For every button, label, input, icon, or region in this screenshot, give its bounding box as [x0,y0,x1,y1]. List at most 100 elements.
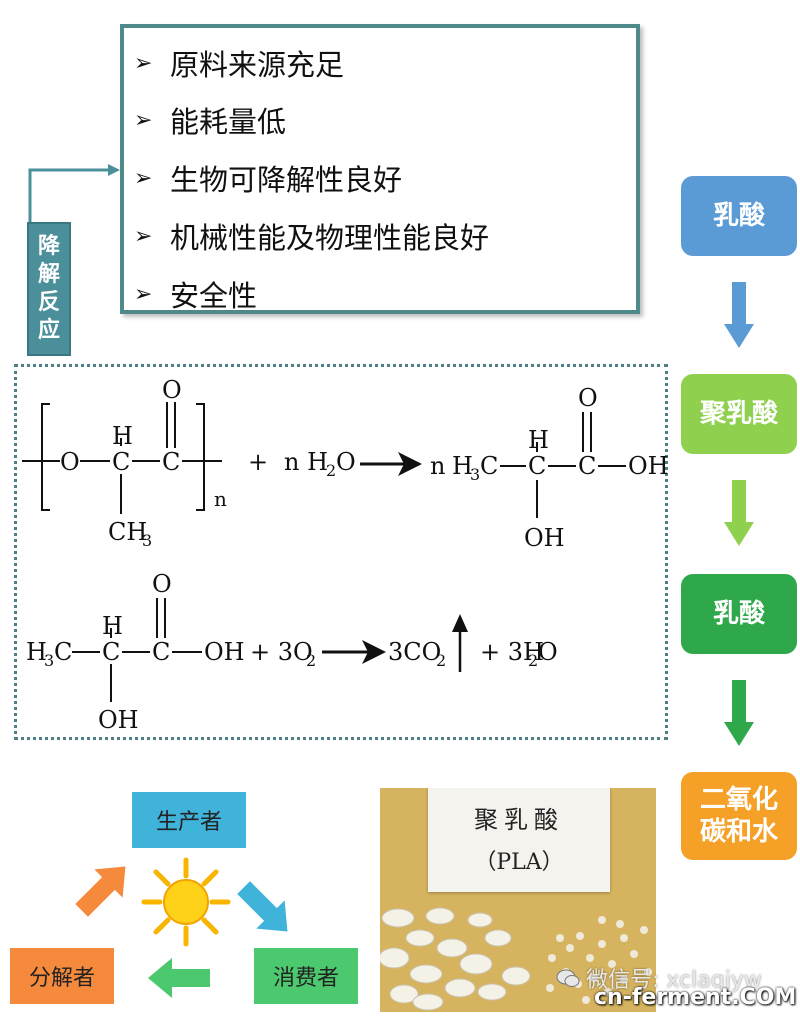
atom-label: O [60,448,80,476]
reaction-2 [72,598,462,702]
decomposer-label: 分解者 [28,966,95,991]
side-label-char: 解 [37,262,60,287]
subscript: 2 [436,651,446,670]
atom-label: C [528,452,546,480]
atom-label: O [578,384,598,412]
degradation-reaction-label: 降 解 反 应 [27,222,71,356]
atom-label: H [26,638,47,666]
reaction-box [14,364,668,740]
wechat-id: 微信号: xclaqjyw [586,968,762,993]
pla-photo: 聚乳酸 （PLA） [380,788,656,1012]
atom-label: OH [204,638,245,666]
properties-box: ➢ 原料来源充足 ➢ 能耗量低 ➢ 生物可降解性良好 ➢ 机械性能及物理性能良好… [120,24,640,314]
atom-label: C [112,448,130,476]
sun-icon [141,857,231,947]
side-label-char: 反 [37,290,60,315]
arrow-bullet-icon: ➢ [134,223,153,249]
flow-step-label: 乳酸 [712,599,765,629]
side-label-char: 应 [37,318,60,343]
atom-label: C [152,638,170,666]
flow-step-label: 聚乳酸 [699,399,778,429]
gas-up-arrow-icon [452,614,468,632]
connector-arrow-icon [108,164,120,176]
pla-label-card: 聚乳酸 （PLA） [428,788,610,892]
flow-down-arrow-icon [724,680,754,746]
arrow-to-consumer-icon [237,881,288,932]
water-label: n H [284,448,328,476]
atom-label: OH [628,452,669,480]
site-name: cn-ferment.COM [594,985,797,1010]
decomposer-box: 分解者 [10,948,114,1004]
atom-label: CH [108,518,147,546]
coefficient: n [430,452,445,480]
property-label: 能耗量低 [170,105,287,139]
atom-label: OH [524,524,565,552]
property-item: ➢ 安全性 [134,273,257,315]
water-label: + 3H [480,638,544,666]
reaction-arrow-icon [362,640,386,664]
subscript: 2 [528,651,538,670]
atom-label: OH [98,706,139,734]
reaction-arrow-icon [398,452,422,476]
property-item: ➢ 机械性能及物理性能良好 [134,215,489,257]
flow-step-label: 二氧化 [699,785,778,815]
oxygen-label: + 3O [250,638,313,666]
property-item: ➢ 生物可降解性良好 [134,157,402,199]
property-item: ➢ 能耗量低 [134,99,286,141]
wechat-icon [556,969,580,987]
arrow-bullet-icon: ➢ [134,50,153,76]
arrow-bullet-icon: ➢ [134,281,153,307]
connector-line [28,168,116,224]
pla-label-title: 聚乳酸 [474,806,564,834]
flow-step-label: 乳酸 [712,201,765,231]
property-label: 机械性能及物理性能良好 [170,221,490,255]
atom-label: C [578,452,596,480]
bracket-left [41,403,50,511]
atom-label: C [480,452,498,480]
cycle-graphics [75,857,288,998]
subscript: 3 [44,651,54,670]
producer-label: 生产者 [155,810,222,835]
arrow-to-decomposer-icon [148,958,210,998]
property-item: ➢ 原料来源充足 [134,42,344,84]
flow-step-polylactic-acid: 聚乳酸 [681,374,797,454]
atom-label: H [102,612,123,640]
flow-step-label: 碳和水 [699,817,778,847]
site-watermark: cn-ferment.COM [594,985,796,1010]
consumer-box: 消费者 [254,948,358,1004]
atom-label: C [102,638,120,666]
subscript: 2 [326,461,336,480]
water-label: O [538,638,558,666]
atom-label: O [152,570,172,598]
plus-sign: + [248,448,268,476]
flow-step-lactic-acid: 乳酸 [681,176,797,256]
arrow-bullet-icon: ➢ [134,165,153,191]
co2-label: 3CO [388,638,441,666]
property-label: 原料来源充足 [170,48,345,82]
atom-label: O [162,376,182,404]
consumer-label: 消费者 [272,966,339,991]
flow-down-arrow-icon [724,480,754,546]
pla-label-subtitle: （PLA） [474,850,564,875]
atom-label: C [54,638,72,666]
bracket-right [196,403,205,511]
producer-box: 生产者 [132,792,246,848]
property-label: 生物可降解性良好 [170,163,403,197]
atom-label: H [528,426,549,454]
atom-label: C [162,448,180,476]
atom-label: H [452,452,473,480]
repeat-n: n [214,487,227,511]
property-label: 安全性 [170,279,258,313]
side-label-char: 降 [37,234,60,259]
atom-label: H [112,422,133,450]
subscript: 3 [470,465,480,484]
reaction-1 [22,402,626,518]
water-label: O [336,448,356,476]
flow-down-arrow-icon [724,282,754,348]
subscript: 3 [142,531,152,550]
flow-step-co2-water: 二氧化 碳和水 [681,772,797,860]
arrow-to-producer-icon [75,866,126,917]
arrow-bullet-icon: ➢ [134,107,153,133]
